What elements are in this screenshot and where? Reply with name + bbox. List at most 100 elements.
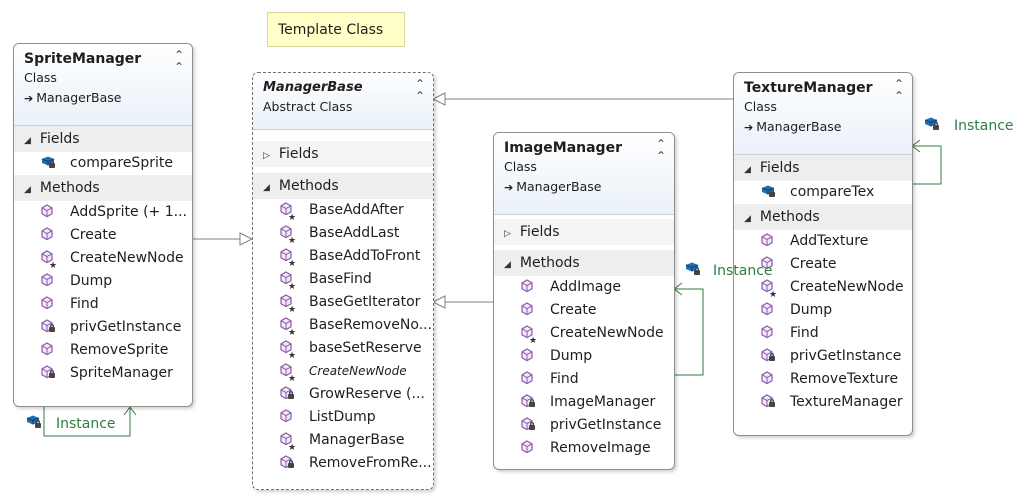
method-name: ManagerBase — [309, 432, 405, 448]
template-class-note[interactable]: Template Class — [267, 12, 405, 47]
class-box-manager-base[interactable]: ManagerBase Abstract Class ⌃⌃ ▷Fields ◢M… — [252, 72, 434, 490]
double-chevron-up-icon: ⌃⌃ — [414, 77, 425, 103]
method-item[interactable]: privGetInstance — [14, 316, 192, 339]
method-item[interactable]: ★ CreateNewNode — [494, 322, 674, 346]
method-item[interactable]: RemoveFromRe... — [253, 452, 433, 475]
association-line-texture — [912, 145, 942, 185]
class-box-image-manager[interactable]: ImageManager Class ➔ManagerBase ⌃⌃ ▷Fiel… — [493, 132, 675, 470]
section-label: Fields — [519, 224, 560, 240]
method-item[interactable]: ★BaseAddToFront — [253, 245, 433, 269]
inheritance-arrowhead-sprite — [239, 232, 254, 246]
collapse-toggle[interactable]: ⌃⌃ — [174, 49, 184, 73]
inheritance-arrowhead-texture — [431, 92, 446, 106]
method-item[interactable]: ★BaseGetIterator — [253, 291, 433, 315]
method-item[interactable]: Create — [14, 224, 192, 247]
method-item[interactable]: ★BaseAddLast — [253, 222, 433, 246]
collapse-toggle[interactable]: ⌃⌃ — [894, 78, 904, 102]
method-icon — [40, 342, 54, 356]
method-item[interactable]: RemoveTexture — [734, 368, 912, 391]
method-override-icon: ★ — [760, 279, 777, 300]
methods-section-header[interactable]: ◢Methods — [494, 250, 674, 276]
field-item[interactable]: compareTex — [734, 181, 912, 204]
method-name: Find — [790, 325, 819, 341]
collapse-toggle[interactable]: ⌃⌃ — [415, 78, 425, 102]
method-override-icon: ★ — [40, 250, 57, 271]
method-item[interactable]: Find — [14, 293, 192, 316]
methods-section-header[interactable]: ◢Methods — [14, 175, 192, 201]
class-box-texture-manager[interactable]: TextureManager Class ➔ManagerBase ⌃⌃ ◢Fi… — [733, 72, 913, 436]
field-name: compareTex — [790, 184, 875, 200]
method-item[interactable]: AddImage — [494, 276, 674, 299]
method-item[interactable]: Dump — [734, 299, 912, 322]
inherits-arrow-icon: ➔ — [24, 92, 34, 105]
method-item[interactable]: Create — [734, 253, 912, 276]
method-item[interactable]: Dump — [14, 270, 192, 293]
method-name: CreateNewNode — [550, 325, 664, 341]
field-item[interactable]: compareSprite — [14, 152, 192, 175]
section-label: Fields — [278, 146, 319, 162]
association-line-image — [674, 288, 704, 376]
method-item[interactable]: ★CreateNewNode — [253, 360, 433, 384]
method-protected-icon: ★ — [279, 432, 296, 453]
section-label: Methods — [759, 209, 820, 225]
method-name: Dump — [70, 273, 113, 289]
method-icon — [760, 325, 774, 339]
method-item[interactable]: ★ CreateNewNode — [14, 247, 192, 271]
method-private-icon — [760, 348, 775, 362]
method-item[interactable]: SpriteManager — [14, 362, 192, 385]
section-label: Fields — [39, 131, 80, 147]
method-item[interactable]: RemoveImage — [494, 437, 674, 460]
method-item[interactable]: ★CreateNewNode — [734, 276, 912, 300]
method-item[interactable]: TextureManager — [734, 391, 912, 414]
method-item[interactable]: GrowReserve (... — [253, 383, 433, 406]
method-item[interactable]: AddTexture — [734, 230, 912, 253]
method-name: RemoveSprite — [70, 342, 169, 358]
association-label-sprite[interactable]: Instance — [56, 416, 116, 432]
method-item[interactable]: ★BaseAddAfter — [253, 199, 433, 223]
method-item[interactable]: Find — [734, 322, 912, 345]
method-name: BaseRemoveNo... — [309, 317, 433, 333]
method-item[interactable]: Find — [494, 368, 674, 391]
fields-section-header[interactable]: ◢Fields — [734, 155, 912, 181]
collapse-toggle[interactable]: ⌃⌃ — [656, 138, 666, 162]
section-label: Methods — [519, 255, 580, 271]
method-icon — [520, 348, 534, 362]
method-protected-icon: ★ — [279, 225, 296, 246]
methods-section-header[interactable]: ◢Methods — [253, 173, 433, 199]
method-item[interactable]: RemoveSprite — [14, 339, 192, 362]
method-name: privGetInstance — [70, 319, 182, 335]
method-item[interactable]: ★BaseFind — [253, 268, 433, 292]
class-box-sprite-manager[interactable]: SpriteManager Class ➔ManagerBase ⌃⌃ ◢Fie… — [13, 43, 193, 407]
method-icon — [40, 296, 54, 310]
method-name: CreateNewNode — [70, 250, 184, 266]
method-icon — [760, 233, 774, 247]
method-item[interactable]: Create — [494, 299, 674, 322]
method-private-icon — [279, 455, 294, 469]
method-name: BaseGetIterator — [309, 294, 421, 310]
method-icon — [520, 371, 534, 385]
method-item[interactable]: privGetInstance — [734, 345, 912, 368]
method-item[interactable]: ★ ManagerBase — [253, 429, 433, 453]
field-icon — [40, 155, 55, 169]
method-item[interactable]: ImageManager — [494, 391, 674, 414]
inherits-arrow-icon: ➔ — [744, 121, 754, 134]
double-chevron-up-icon: ⌃⌃ — [173, 48, 184, 74]
method-item[interactable]: privGetInstance — [494, 414, 674, 437]
association-label-image[interactable]: Instance — [713, 263, 773, 279]
method-item[interactable]: ListDump — [253, 406, 433, 429]
base-class-name: ManagerBase — [516, 179, 602, 194]
method-item[interactable]: AddSprite (+ 1... — [14, 201, 192, 224]
method-item[interactable]: Dump — [494, 345, 674, 368]
method-item[interactable]: ★baseSetReserve — [253, 337, 433, 361]
inheritance-arrowhead-image — [431, 295, 446, 309]
method-override-icon: ★ — [520, 325, 537, 346]
fields-section-header[interactable]: ▷ Fields — [253, 141, 433, 167]
methods-section-header[interactable]: ◢Methods — [734, 204, 912, 230]
class-stereotype: Class — [504, 159, 537, 174]
collapsed-triangle-icon: ▷ — [263, 151, 270, 161]
method-item[interactable]: ★BaseRemoveNo... — [253, 314, 433, 338]
fields-section-header[interactable]: ▷Fields — [494, 219, 674, 245]
section-label: Fields — [759, 160, 800, 176]
association-label-texture[interactable]: Instance — [954, 118, 1014, 134]
fields-section-header[interactable]: ◢Fields — [14, 126, 192, 152]
